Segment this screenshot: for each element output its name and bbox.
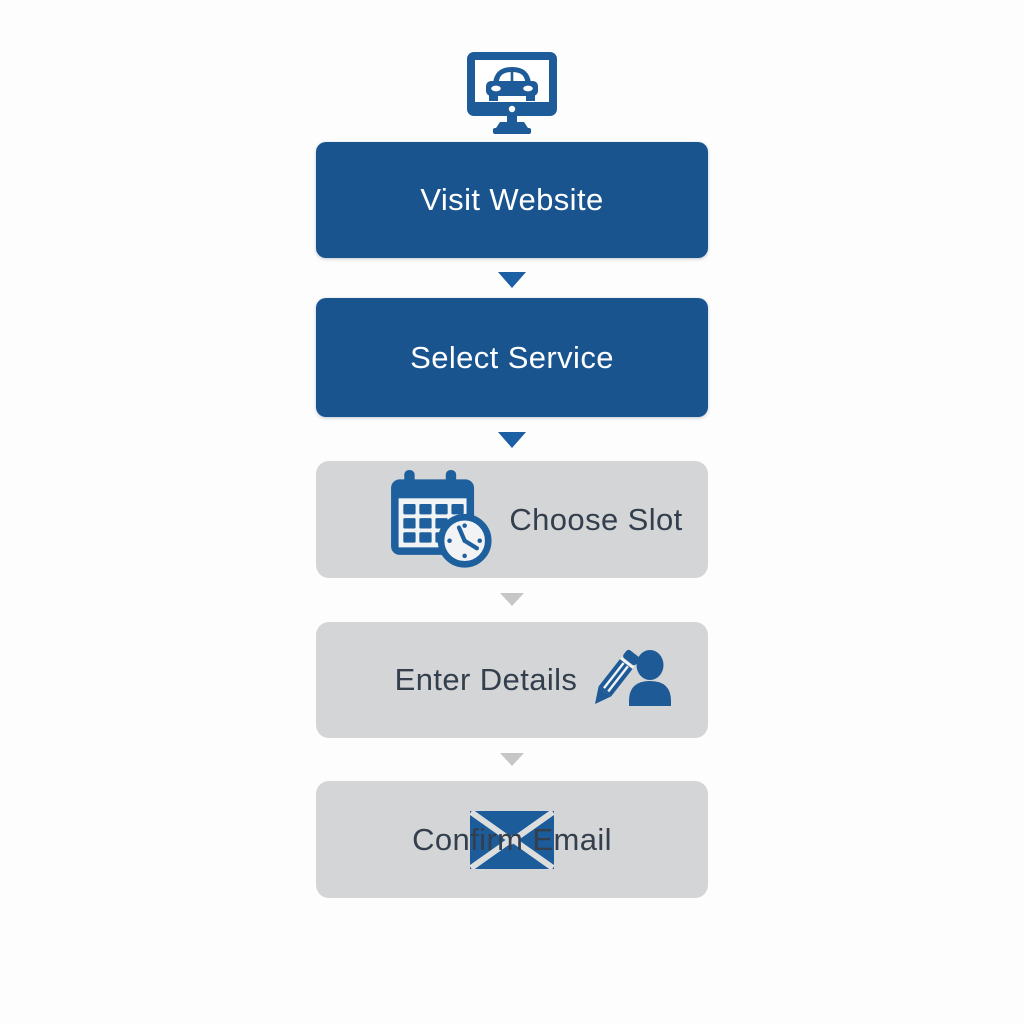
down-arrow-icon <box>498 272 526 288</box>
step-label: Choose Slot <box>509 501 683 537</box>
pencil-user-icon <box>587 644 673 716</box>
down-arrow-icon <box>500 753 524 766</box>
step-label: Select Service <box>410 339 614 375</box>
down-arrow-icon <box>500 593 524 606</box>
step-select-service: Select Service <box>316 298 708 417</box>
step-label: Visit Website <box>420 182 604 217</box>
calendar-clock-icon <box>389 469 495 570</box>
step-label: Confirm Email <box>412 821 612 857</box>
down-arrow-icon <box>498 432 526 448</box>
step-label: Enter Details <box>394 662 578 697</box>
monitor-car-icon <box>462 50 562 140</box>
step-confirm-email: Confirm Email <box>316 781 708 898</box>
step-enter-details: Enter Details <box>316 622 708 738</box>
step-choose-slot: Choose Slot <box>316 461 708 578</box>
step-visit-website: Visit Website <box>316 142 708 258</box>
envelope-icon <box>469 809 555 870</box>
